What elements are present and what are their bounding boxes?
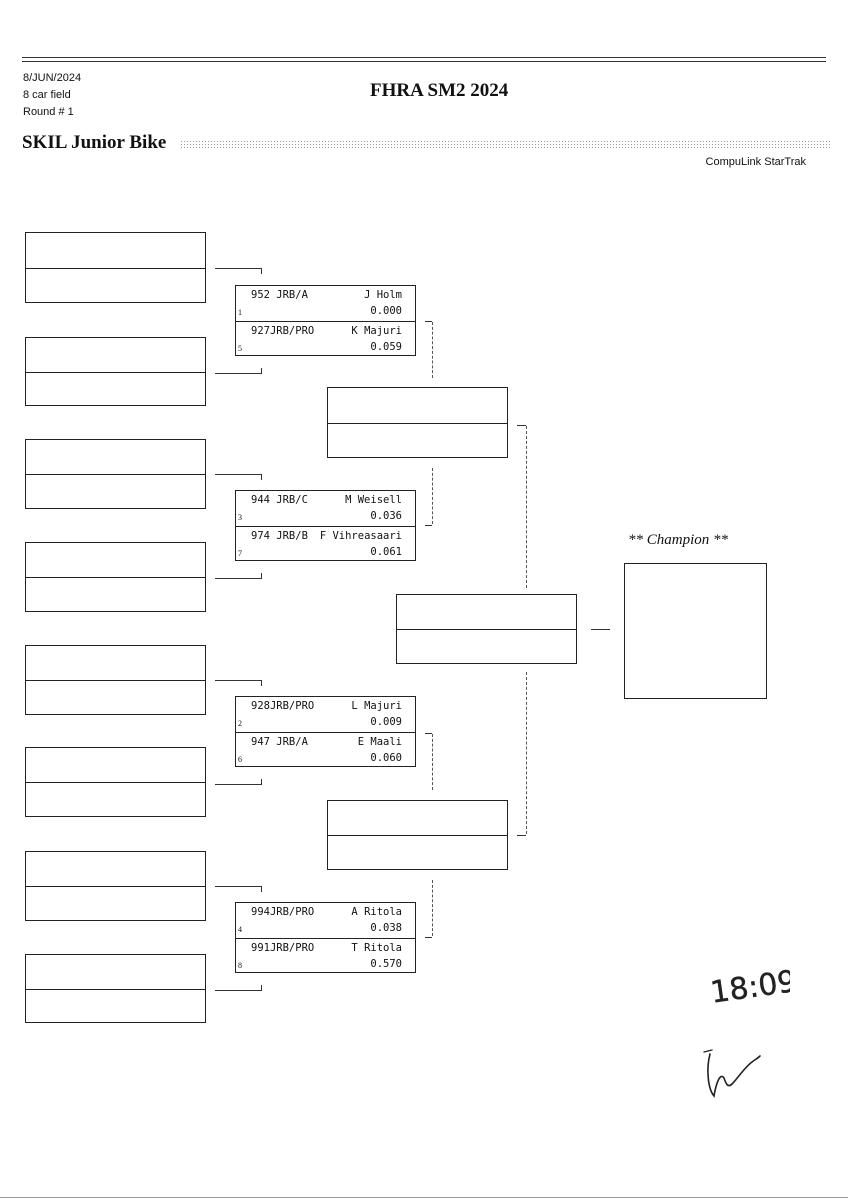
slot-5 [25,645,206,715]
semi-slot-1 [327,387,508,458]
field-text: 8 car field [23,89,71,101]
lane-top: 944 JRB/C M Weisell 0.036 3 [236,491,415,526]
connector-3 [215,474,262,480]
champion-box [624,563,767,699]
connector-5 [215,680,262,686]
lane-top: 994JRB/PRO A Ritola 0.038 4 [236,903,415,938]
racer-name: A Ritola [351,906,402,918]
seed-number: 8 [238,961,242,970]
bracket-dash-6 [526,672,527,834]
racer-name: T Ritola [351,942,402,954]
lane-top: 928JRB/PRO L Majuri 0.009 2 [236,697,415,732]
round-text: Round # 1 [23,106,74,118]
semi-slot-2 [327,800,508,870]
bracket-tick-2 [425,525,432,526]
car-number: 927JRB/PRO [251,325,315,337]
final-connector [591,629,610,630]
header-info: 8/JUN/2024 8 car field Round # 1 [23,70,81,121]
lane-bottom: 974 JRB/B F Vihreasaari 0.061 7 [236,526,415,562]
seed-number: 3 [238,513,242,522]
top-rule-2 [22,61,826,62]
racer-name: L Majuri [351,700,402,712]
car-number: 928JRB/PRO [251,700,315,712]
bracket-dash-2 [432,468,433,524]
reaction-time: 0.009 [370,716,402,728]
slot-1 [25,232,206,303]
slot-8 [25,954,206,1023]
reaction-time: 0.000 [370,305,402,317]
seed-number: 6 [238,755,242,764]
slot-3 [25,439,206,509]
lane-bottom: 947 JRB/A E Maali 0.060 6 [236,732,415,768]
lane-bottom: 927JRB/PRO K Majuri 0.059 5 [236,321,415,357]
bracket-dash-1 [432,322,433,378]
seed-number: 2 [238,719,242,728]
event-name: SKIL Junior Bike [22,132,167,153]
racer-name: J Holm [364,289,402,301]
reaction-time: 0.061 [370,546,402,558]
slot-7 [25,851,206,921]
car-number: 974 JRB/B [251,530,308,542]
lane-bottom: 991JRB/PRO T Ritola 0.570 8 [236,938,415,974]
match-4: 994JRB/PRO A Ritola 0.038 4 991JRB/PRO T… [235,902,416,973]
racer-name: M Weisell [345,494,402,506]
champion-label: ** Champion ** [628,532,729,548]
bracket-dash-5 [526,426,527,588]
car-number: 991JRB/PRO [251,942,315,954]
match-3: 928JRB/PRO L Majuri 0.009 2 947 JRB/A E … [235,696,416,767]
connector-1 [215,268,262,274]
handwritten-time-text: 18:09 [708,964,790,1011]
bracket-tick-6 [517,835,526,836]
reaction-time: 0.060 [370,752,402,764]
slot-2 [25,337,206,406]
seed-number: 4 [238,925,242,934]
seed-number: 7 [238,549,242,558]
lane-top: 952 JRB/A J Holm 0.000 1 [236,286,415,321]
top-rule-1 [22,57,826,58]
slot-6 [25,747,206,817]
date-text: 8/JUN/2024 [23,72,82,84]
car-number: 952 JRB/A [251,289,308,301]
racer-name: E Maali [357,736,402,748]
final-slot [396,594,577,664]
handwritten-signature [703,1049,761,1098]
seed-number: 5 [238,344,242,353]
connector-8 [215,985,262,991]
bracket-tick-5 [517,425,526,426]
reaction-time: 0.059 [370,341,402,353]
car-number: 994JRB/PRO [251,906,315,918]
page-title: FHRA SM2 2024 [370,80,509,101]
connector-6 [215,779,262,785]
bottom-rule [0,1197,848,1198]
bracket-tick-4 [425,937,432,938]
connector-4 [215,573,262,579]
reaction-time: 0.038 [370,922,402,934]
seed-number: 1 [238,308,242,317]
racer-name: F Vihreasaari [319,530,402,542]
dotted-leader [180,140,830,148]
racer-name: K Majuri [351,325,402,337]
slot-4 [25,542,206,612]
connector-7 [215,886,262,892]
bracket-dash-4 [432,880,433,936]
match-1: 952 JRB/A J Holm 0.000 1 927JRB/PRO K Ma… [235,285,416,356]
bracket-tick-1 [425,321,432,322]
reaction-time: 0.570 [370,958,402,970]
match-2: 944 JRB/C M Weisell 0.036 3 974 JRB/B F … [235,490,416,561]
handwritten-time: 18:09 [708,964,790,1011]
vendor-label: CompuLink StarTrak [705,156,806,168]
reaction-time: 0.036 [370,510,402,522]
car-number: 947 JRB/A [251,736,308,748]
connector-2 [215,368,262,374]
bracket-tick-3 [425,733,432,734]
car-number: 944 JRB/C [251,494,308,506]
bracket-dash-3 [432,734,433,790]
